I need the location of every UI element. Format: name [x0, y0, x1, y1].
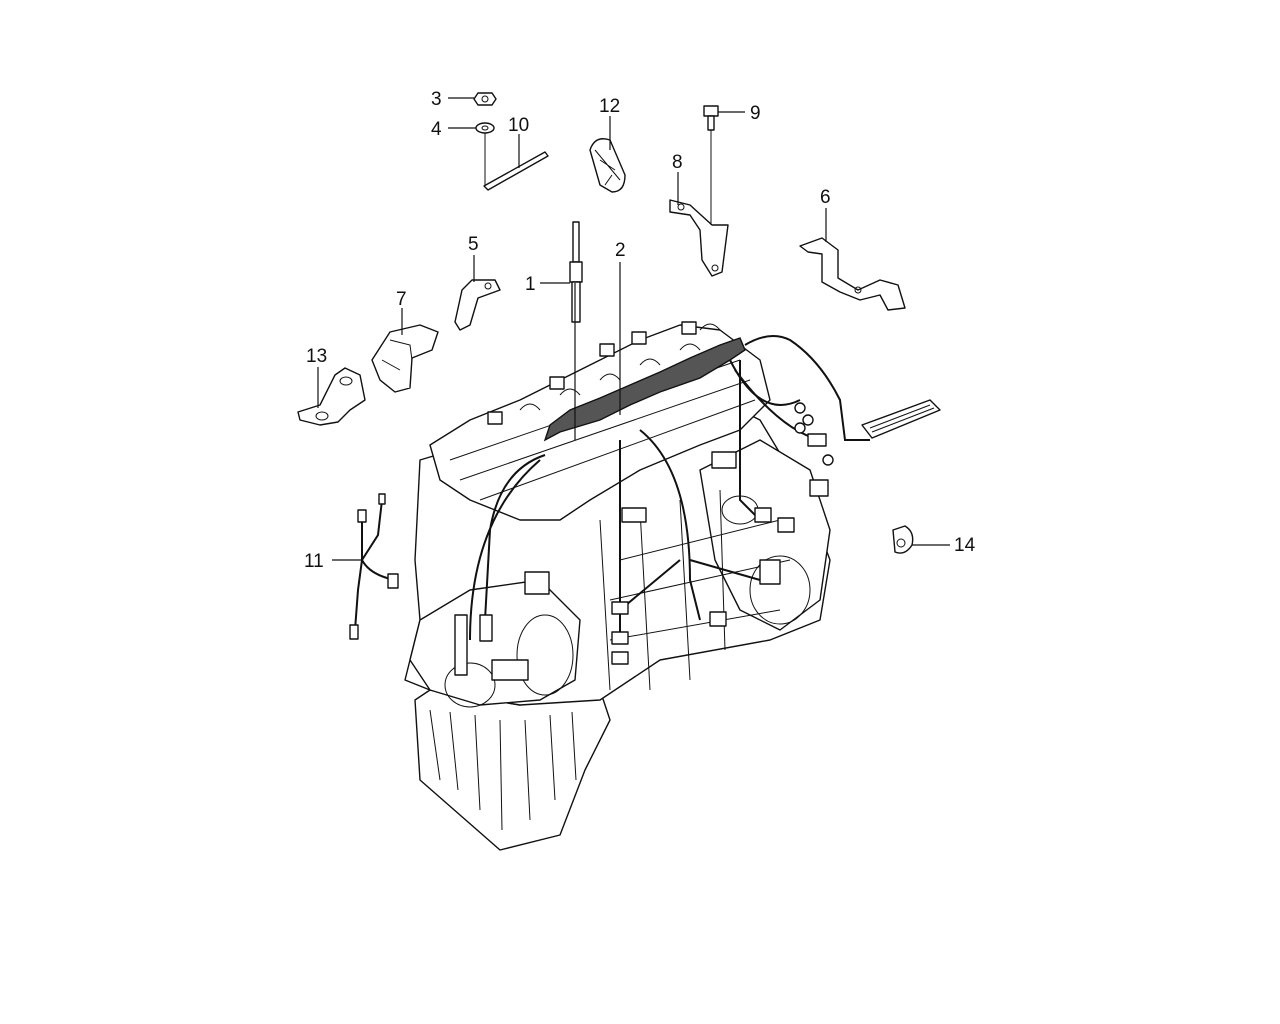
callout-8: 8: [672, 152, 683, 173]
harness-11-part: [349, 493, 399, 640]
callout-3: 3: [431, 89, 442, 110]
callout-2: 2: [615, 240, 626, 261]
bracket-5-part: [454, 279, 501, 331]
callout-1: 1: [525, 274, 536, 295]
callout-9: 9: [750, 103, 761, 124]
callout-11: 11: [304, 551, 324, 572]
bolt-part: [703, 105, 719, 131]
callout-14: 14: [954, 535, 976, 556]
bracket-13-part: [297, 367, 366, 426]
glow-plug-part: [569, 221, 583, 323]
washer-part: [475, 122, 495, 134]
bracket-8-part: [669, 130, 729, 277]
callout-labels: 1 2 3 4 5 6 7 8 9 10 11 12 13 14: [304, 89, 976, 572]
clip-12-part: [589, 138, 626, 193]
bracket-7-part: [371, 324, 439, 393]
callout-12: 12: [599, 96, 620, 117]
leader-lines: [317, 97, 950, 561]
callout-5: 5: [468, 234, 479, 255]
callout-6: 6: [820, 187, 831, 208]
callout-4: 4: [431, 119, 442, 140]
bracket-6-part: [799, 237, 906, 311]
callout-10: 10: [508, 115, 529, 136]
callout-7: 7: [396, 289, 407, 310]
nut-part: [473, 92, 497, 106]
clip-14-part: [892, 525, 914, 554]
callout-13: 13: [306, 346, 327, 367]
ground-strap-part: [483, 133, 549, 191]
